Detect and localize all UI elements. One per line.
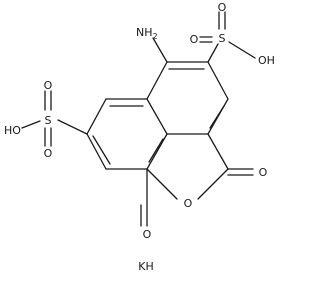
amino-label: NH2 — [136, 26, 158, 41]
bond — [21, 120, 41, 129]
bond — [209, 105, 225, 129]
bond — [57, 119, 88, 135]
bond — [207, 43, 219, 63]
bond — [146, 133, 168, 170]
bond — [92, 135, 111, 165]
amino-label-subscript: 2 — [153, 32, 158, 41]
bond — [152, 37, 168, 63]
amino-label-main: NH — [136, 26, 153, 39]
sulfo-left-o-top-label: O — [44, 79, 53, 92]
sulfo-right-s-label: S — [219, 32, 226, 45]
carbonyl-right-oxygen-label: O — [259, 166, 268, 179]
sulfo-right-o-top-label: O — [218, 1, 227, 14]
bond — [146, 168, 178, 200]
sulfo-right-o-side-label: O — [190, 33, 199, 46]
anhydride-oxygen-label: O — [184, 197, 193, 210]
bond — [197, 168, 229, 200]
sulfo-left-ho-label: HO — [4, 124, 21, 137]
bond — [146, 61, 168, 100]
bond — [228, 41, 256, 59]
counterion-label: KH — [138, 260, 154, 273]
structure-diagram: NH2 S O O OH S O O HO O O O KH — [4, 1, 275, 273]
bond — [207, 133, 229, 170]
sulfo-left-o-bottom-label: O — [44, 147, 53, 160]
sulfo-right-oh-label: OH — [258, 54, 275, 67]
carbonyl-left-oxygen-label: O — [143, 228, 152, 241]
sulfo-left-s-label: S — [45, 114, 52, 127]
bond — [148, 138, 164, 163]
substituent-bonds — [21, 11, 256, 227]
bond — [86, 98, 107, 135]
bond — [146, 98, 168, 135]
bond — [86, 133, 107, 170]
atom-labels: NH2 S O O OH S O O HO O O O KH — [4, 1, 275, 273]
bond — [207, 61, 229, 100]
ring-bonds — [86, 61, 229, 200]
